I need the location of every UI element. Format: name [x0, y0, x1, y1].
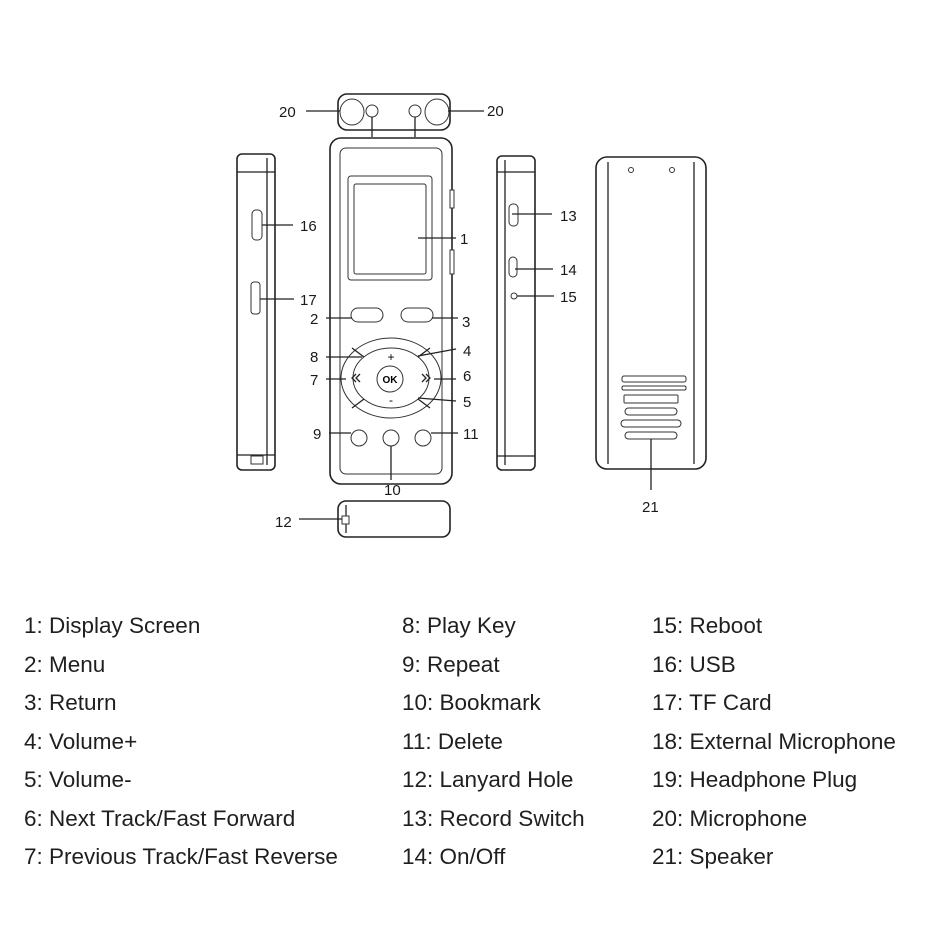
callout-8: 8	[310, 349, 318, 366]
callout-11: 11	[463, 426, 479, 443]
volume-plus-key[interactable]: +	[387, 350, 394, 364]
legend-column-3: 15: Reboot 16: USB 17: TF Card 18: Exter…	[652, 607, 896, 877]
legend-item: 13: Record Switch	[402, 805, 585, 831]
legend-item: 19: Headphone Plug	[652, 767, 858, 792]
legend-column-1: 1: Display Screen 2: Menu 3: Return 4: V…	[24, 607, 338, 877]
callout-15: 15	[560, 289, 577, 306]
back-view	[595, 156, 707, 490]
callout-17: 17	[300, 292, 317, 309]
legend-item: 1: Display Screen	[24, 613, 201, 638]
usb-port-icon	[251, 209, 263, 241]
legend-item: 20: Microphone	[652, 805, 808, 831]
legend-item: 10: Bookmark	[402, 690, 541, 715]
callout-3: 3	[462, 314, 470, 331]
left-side-view	[236, 153, 294, 471]
callout-9: 9	[313, 426, 321, 443]
callout-12: 12	[275, 514, 292, 531]
callout-13: 13	[560, 208, 577, 225]
callout-10: 10	[384, 482, 401, 499]
callout-1: 1	[460, 231, 468, 248]
next-track-icon[interactable]	[421, 373, 431, 383]
legend-item: 4: Volume+	[24, 728, 138, 754]
callout-2: 2	[310, 311, 318, 328]
power-switch-icon	[508, 256, 518, 278]
callout-21: 21	[642, 499, 659, 516]
right-side-view	[496, 155, 554, 471]
callout-20-right: 20	[487, 103, 504, 120]
legend-item: 2: Menu	[24, 651, 106, 677]
callout-20-left: 20	[279, 104, 296, 121]
legend-item: 11: Delete	[402, 728, 503, 754]
legend-item: 16: USB	[652, 651, 736, 677]
device-diagram: 20 20 18 19 16 17	[236, 93, 707, 538]
microphone-left-icon	[339, 98, 365, 126]
legend-item: 3: Return	[24, 690, 117, 715]
volume-minus-key[interactable]: -	[389, 393, 393, 407]
return-button[interactable]	[400, 307, 434, 323]
legend: 1: Display Screen 2: Menu 3: Return 4: V…	[0, 607, 931, 877]
legend-item: 6: Next Track/Fast Forward	[24, 805, 296, 831]
previous-track-icon[interactable]	[351, 373, 361, 383]
bottom-view	[299, 500, 451, 538]
record-switch-icon	[508, 203, 519, 227]
d-pad: OK + -	[340, 337, 442, 419]
top-view	[306, 93, 484, 137]
callout-6: 6	[463, 368, 471, 385]
front-view: OK + -	[326, 137, 458, 485]
callout-7: 7	[310, 372, 318, 389]
legend-item: 9: Repeat	[402, 651, 500, 677]
lanyard-hole-icon	[341, 515, 350, 525]
external-mic-jack-icon	[365, 104, 379, 118]
microphone-right-icon	[424, 98, 450, 126]
speaker-grille-icon	[624, 407, 678, 416]
legend-item: 17: TF Card	[652, 690, 772, 715]
legend-item: 15: Reboot	[652, 613, 763, 638]
callout-14: 14	[560, 262, 577, 279]
tf-card-slot-icon	[250, 281, 261, 315]
ok-label: OK	[383, 375, 399, 386]
legend-item: 18: External Microphone	[652, 728, 896, 754]
legend-item: 7: Previous Track/Fast Reverse	[24, 844, 338, 869]
bookmark-button[interactable]	[382, 429, 400, 447]
headphone-jack-icon	[408, 104, 422, 118]
legend-item: 12: Lanyard Hole	[402, 767, 574, 792]
repeat-button[interactable]	[350, 429, 368, 447]
delete-button[interactable]	[414, 429, 432, 447]
legend-item: 14: On/Off	[402, 844, 506, 869]
legend-item: 5: Volume-	[24, 767, 132, 792]
callout-16: 16	[300, 218, 317, 235]
callout-5: 5	[463, 394, 471, 411]
ok-button[interactable]	[376, 365, 404, 393]
legend-column-2: 8: Play Key 9: Repeat 10: Bookmark 11: D…	[402, 607, 585, 877]
menu-button[interactable]	[350, 307, 384, 323]
callout-4: 4	[463, 343, 471, 360]
legend-item: 8: Play Key	[402, 613, 516, 638]
reboot-hole-icon	[510, 292, 518, 300]
legend-item: 21: Speaker	[652, 844, 774, 869]
